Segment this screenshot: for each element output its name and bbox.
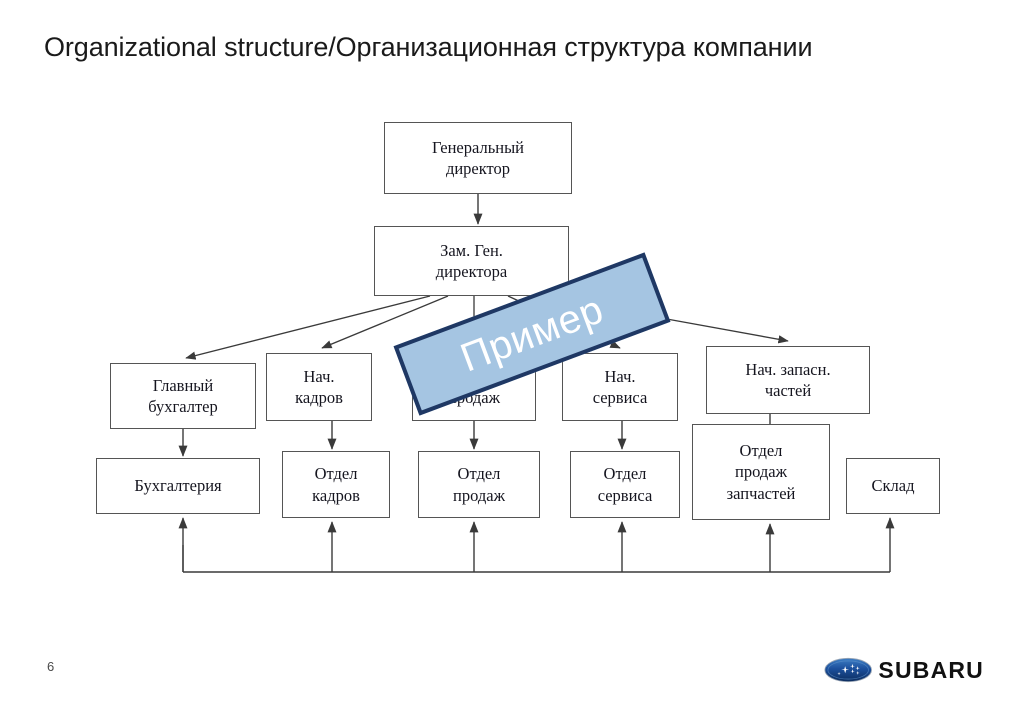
org-node-parts-head[interactable]: Нач. запасн. частей — [706, 346, 870, 414]
org-node-label: Зам. Ген. директора — [435, 240, 508, 281]
org-node-hr-dept[interactable]: Отдел кадров — [282, 451, 390, 518]
org-node-label: Отдел сервиса — [597, 464, 653, 505]
org-node-hr-head[interactable]: Нач. кадров — [266, 353, 372, 421]
org-node-deputy[interactable]: Зам. Ген. директора — [374, 226, 569, 296]
org-node-label: Генеральный директор — [432, 137, 524, 178]
org-node-parts-sales-dept[interactable]: Отдел продаж запчастей — [692, 424, 830, 520]
subaru-pleiades-oval-icon — [824, 657, 872, 683]
org-node-service-head[interactable]: Нач. сервиса — [562, 353, 678, 421]
page-title: Organizational structure/Организационная… — [44, 32, 813, 62]
org-node-label: Отдел кадров — [312, 464, 360, 505]
org-node-label: Бухгалтерия — [134, 476, 222, 496]
org-node-label: Отдел продаж запчастей — [726, 441, 796, 503]
org-node-ceo[interactable]: Генеральный директор — [384, 122, 572, 194]
subaru-wordmark: SUBARU — [878, 656, 984, 683]
org-node-label: Отдел продаж — [453, 464, 505, 505]
org-node-label: Нач. кадров — [295, 366, 343, 407]
org-node-label: Главный бухгалтер — [148, 375, 218, 416]
org-node-accounting-dept[interactable]: Бухгалтерия — [96, 458, 260, 514]
org-node-service-dept[interactable]: Отдел сервиса — [570, 451, 680, 518]
org-node-warehouse[interactable]: Склад — [846, 458, 940, 514]
org-node-label: Склад — [871, 476, 915, 496]
subaru-logo: SUBARU — [824, 653, 984, 687]
org-node-sales-dept[interactable]: Отдел продаж — [418, 451, 540, 518]
org-node-label: Нач. сервиса — [592, 366, 648, 407]
org-node-label: Нач. запасн. частей — [745, 359, 831, 400]
page-number: 6 — [47, 659, 55, 674]
org-node-chief-accountant[interactable]: Главный бухгалтер — [110, 363, 256, 429]
